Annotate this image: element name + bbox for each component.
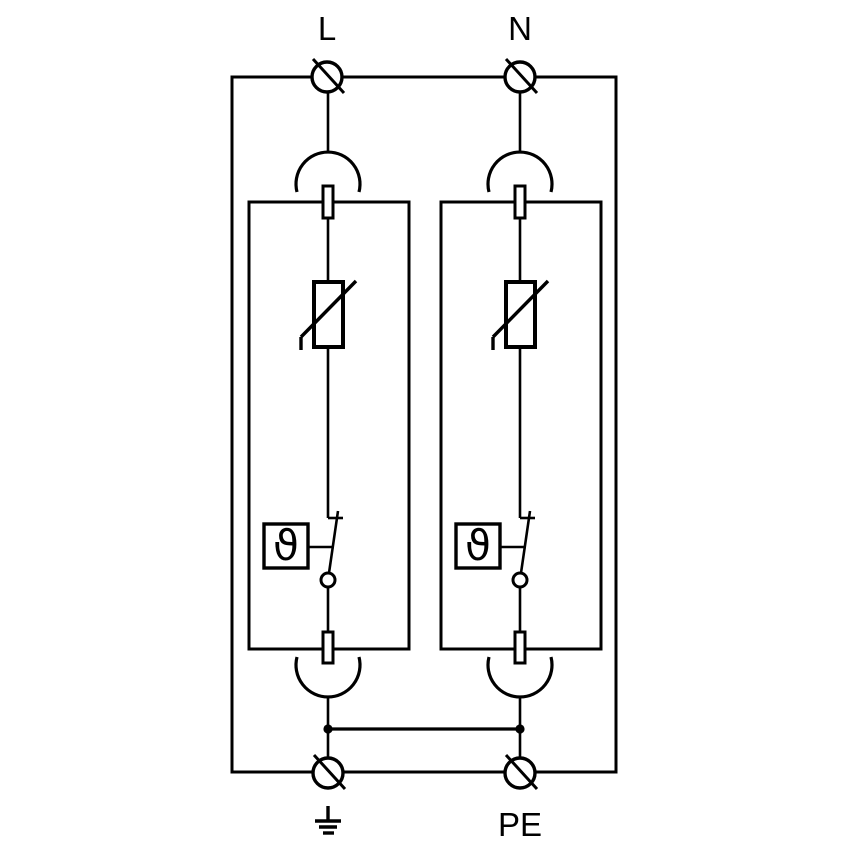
screw-terminal-L-slash <box>311 57 346 95</box>
plug-pin-top-N <box>513 184 527 220</box>
screw-terminal-N-slash <box>504 57 539 95</box>
plug-socket-arc-bottom-L <box>294 656 362 699</box>
varistor-diagonal-N <box>491 279 550 339</box>
screw-terminal-ground-slash <box>312 753 347 791</box>
plug-socket-arc-top-N <box>486 150 554 193</box>
pe-bus <box>311 724 539 791</box>
thermal-indicator-box-L <box>262 522 310 570</box>
screw-terminal-PE-slash <box>504 753 539 791</box>
switch-moving-contact-L <box>319 571 337 589</box>
terminal-label-PE: PE <box>498 806 542 843</box>
switch-blade-L <box>327 510 340 574</box>
varistor-diagonal-L <box>299 279 358 339</box>
protection-module-L: ϑ <box>247 57 411 729</box>
thermal-indicator-glyph-N: ϑ <box>465 521 491 570</box>
plug-pin-bottom-L <box>321 630 335 665</box>
switch-blade-N <box>519 510 532 574</box>
varistor-body-L <box>312 280 345 349</box>
terminal-label-N: N <box>508 10 532 47</box>
plug-socket-arc-top-L <box>294 150 362 193</box>
plug-pin-top-L <box>321 184 335 220</box>
varistor-body-N <box>504 280 537 349</box>
plug-pin-bottom-N <box>513 630 527 665</box>
thermal-indicator-glyph-L: ϑ <box>273 521 299 570</box>
device-enclosure-outline <box>230 75 618 774</box>
terminal-label-L: L <box>318 10 336 47</box>
protection-module-N: ϑ <box>439 57 603 729</box>
earth-ground-icon <box>315 806 341 835</box>
plug-socket-arc-bottom-N <box>486 656 554 699</box>
switch-moving-contact-N <box>511 571 529 589</box>
